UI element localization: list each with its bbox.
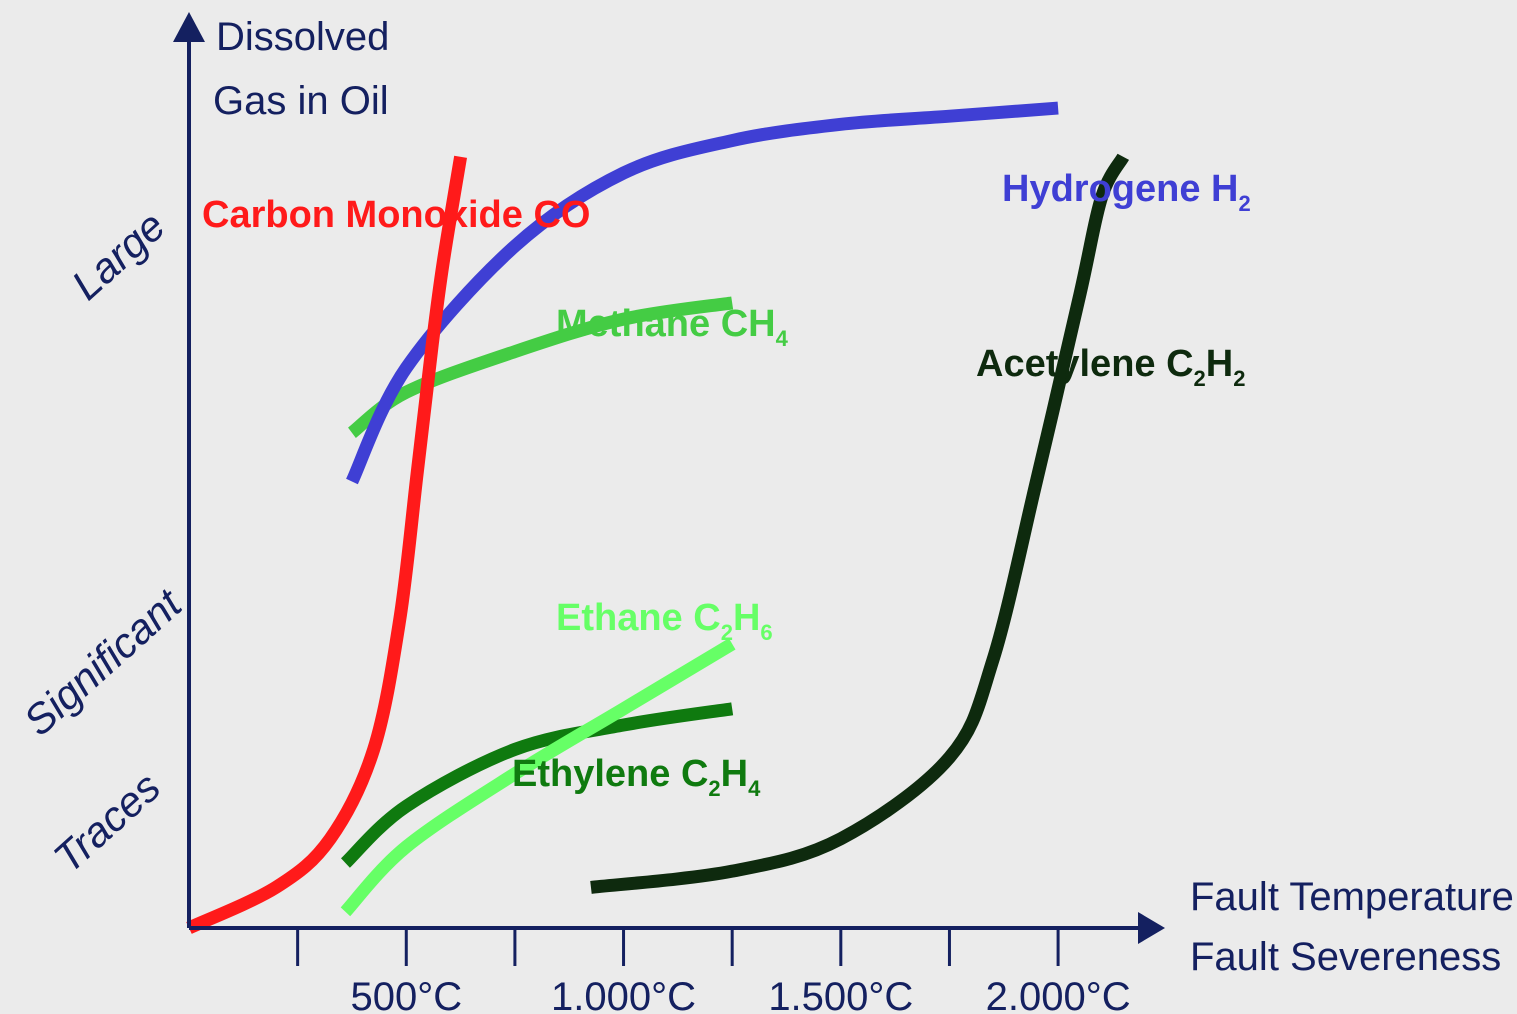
- x-axis-title: Fault Temperature Fault Severeness: [1190, 875, 1514, 979]
- x-axis-arrow-icon: [1138, 912, 1165, 944]
- series-line-h2: [346, 101, 1059, 485]
- x-ticks: 500°C 1.000°C 1.500°C 2.000°C: [296, 928, 1131, 1014]
- y-axis-title-line-2: Gas in Oil: [213, 79, 389, 123]
- label-ethane: Ethane C2H6: [556, 597, 773, 645]
- series-line-co: [186, 155, 468, 934]
- y-axis-arrow-icon: [173, 12, 205, 42]
- series-layer: [186, 101, 1129, 934]
- axes: 500°C 1.000°C 1.500°C 2.000°C: [173, 12, 1165, 1014]
- x-tick-label: 1.000°C: [551, 975, 696, 1014]
- series-line-c2h4: [340, 702, 734, 868]
- x-axis-title-line-1: Fault Temperature: [1190, 875, 1514, 919]
- label-carbon-monoxide: Carbon Monoxide CO: [202, 194, 590, 236]
- series-labels: Carbon Monoxide CO Hydrogene H2 Methane …: [202, 168, 1251, 801]
- y-level-traces: Traces: [45, 763, 170, 882]
- y-level-large: Large: [63, 202, 174, 309]
- x-tick-label: 500°C: [350, 975, 462, 1014]
- y-axis-title-line-1: Dissolved: [216, 15, 389, 59]
- x-tick-label: 1.500°C: [768, 975, 913, 1014]
- series-line-c2h6: [340, 638, 736, 917]
- label-methane: Methane CH4: [556, 303, 789, 351]
- y-axis-title: Dissolved Gas in Oil: [213, 15, 389, 123]
- x-axis-title-line-2: Fault Severeness: [1190, 935, 1501, 979]
- y-level-significant: Significant: [15, 579, 192, 745]
- label-ethylene: Ethylene C2H4: [512, 753, 761, 801]
- label-hydrogene: Hydrogene H2: [1002, 168, 1251, 216]
- label-acetylene: Acetylene C2H2: [976, 343, 1246, 391]
- x-tick-label: 2.000°C: [986, 975, 1131, 1014]
- series-line-c2h2: [590, 153, 1129, 894]
